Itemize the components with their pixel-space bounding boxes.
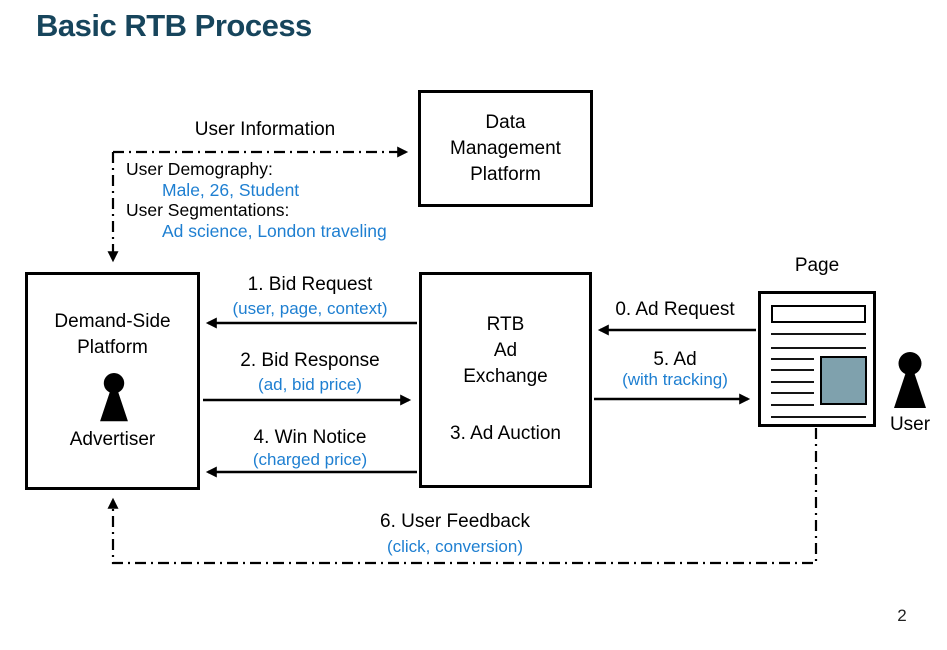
page-text-line (771, 347, 866, 349)
advertiser-person-icon (100, 373, 128, 422)
user-feedback-detail: (click, conversion) (386, 537, 524, 556)
page-header-rect (771, 305, 866, 323)
page-text-line (771, 369, 814, 371)
bid-response-label: 2. Bid Response (240, 350, 380, 371)
user-information-label: User Information (194, 119, 336, 140)
page-text-line (771, 333, 866, 335)
dsp-box: Demand-Side Platform Advertiser (25, 272, 200, 490)
user-feedback-arrow (107, 428, 818, 565)
demography-label: User Demography: (126, 159, 273, 179)
user-person-icon (894, 352, 926, 408)
bid-request-detail: (user, page, context) (232, 299, 388, 318)
dsp-label: Demand-Side Platform (54, 311, 171, 358)
demography-value: Male, 26, Student (162, 179, 300, 200)
dmp-box: Data Management Platform (418, 90, 593, 207)
ad-auction-label: 3. Ad Auction (450, 423, 561, 444)
page-box (758, 291, 876, 427)
ad-slot (820, 356, 867, 405)
ad-delivery-label: 5. Ad (653, 349, 697, 370)
exchange-box: RTB Ad Exchange 3. Ad Auction (419, 272, 592, 488)
page-text-line (771, 358, 814, 360)
ad-request-label: 0. Ad Request (615, 299, 735, 320)
page-label: Page (794, 255, 840, 276)
win-notice-label: 4. Win Notice (253, 427, 367, 448)
exchange-label: RTB Ad Exchange (463, 314, 548, 387)
user-label: User (889, 414, 931, 435)
page-text-line (771, 392, 814, 394)
page-text-line (771, 404, 814, 406)
bid-response-detail: (ad, bid price) (258, 375, 362, 394)
segmentation-label: User Segmentations: (126, 200, 290, 220)
advertiser-label: Advertiser (69, 429, 156, 450)
dmp-label: Data Management Platform (450, 112, 561, 185)
segmentation-value: Ad science, London traveling (162, 220, 387, 241)
ad-delivery-detail: (with tracking) (622, 370, 728, 389)
user-feedback-label: 6. User Feedback (380, 511, 530, 532)
page-text-line (771, 381, 814, 383)
page-text-line (771, 416, 866, 418)
page-number: 2 (897, 606, 907, 625)
bid-request-label: 1. Bid Request (247, 274, 373, 295)
slide-title: Basic RTB Process (36, 8, 312, 43)
win-notice-detail: (charged price) (252, 450, 368, 469)
user-info-details: User Demography: Male, 26, Student User … (126, 159, 387, 241)
